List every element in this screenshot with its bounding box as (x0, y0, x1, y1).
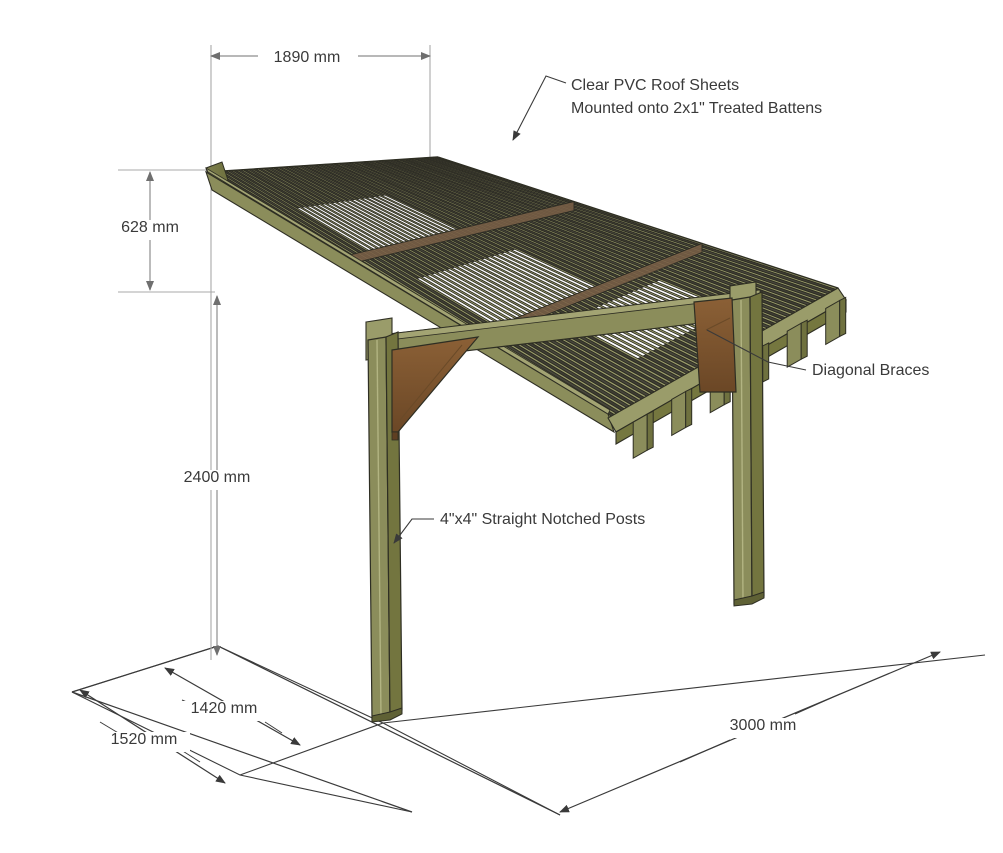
dimension-label-3000: 3000 mm (730, 717, 797, 734)
dimension-label-2400: 2400 mm (184, 469, 251, 486)
rafter-end-side (839, 296, 847, 338)
rafter-end-side (800, 319, 808, 361)
rafter-end (825, 299, 841, 346)
callout-diagonal-braces: Diagonal Braces (812, 362, 929, 379)
callout-posts: 4"x4" Straight Notched Posts (440, 511, 645, 528)
rafter-end (786, 322, 802, 369)
diagonal-brace-right (693, 297, 737, 393)
ground-plane-dimensions (71, 645, 561, 816)
ground-outline (71, 645, 986, 816)
leader-posts (393, 518, 434, 544)
dimension-label-628: 628 mm (121, 219, 179, 236)
rafter-end-side (685, 387, 693, 429)
dimension-label-1520: 1520 mm (111, 731, 178, 748)
rafter-end (632, 413, 648, 460)
callout-leaders (393, 75, 807, 544)
leader-roof-sheets (512, 75, 567, 141)
rafter-end (671, 390, 687, 437)
rafter-end-side (646, 410, 654, 452)
rafter-ends (632, 296, 847, 460)
callout-roof-sheets-line1: Clear PVC Roof Sheets (571, 77, 739, 94)
leader-diagonal-braces (706, 329, 807, 371)
ridge-beam-left (205, 161, 615, 434)
dimension-label-1890: 1890 mm (274, 49, 341, 66)
roof-ridge-edge (207, 156, 439, 173)
callout-roof-sheets-line2: Mounted onto 2x1" Treated Battens (571, 100, 822, 117)
dimension-extension-lines (118, 45, 431, 660)
post-right (729, 281, 765, 607)
callout-labels: Clear PVC Roof Sheets Mounted onto 2x1" … (440, 77, 929, 528)
dimension-label-1420: 1420 mm (191, 700, 258, 717)
dimension-labels: 1890 mm 628 mm 2400 mm 1420 mm 1520 mm 3… (102, 48, 808, 752)
diagonal-brace-left (391, 336, 480, 441)
roof-far-edge (437, 156, 839, 289)
